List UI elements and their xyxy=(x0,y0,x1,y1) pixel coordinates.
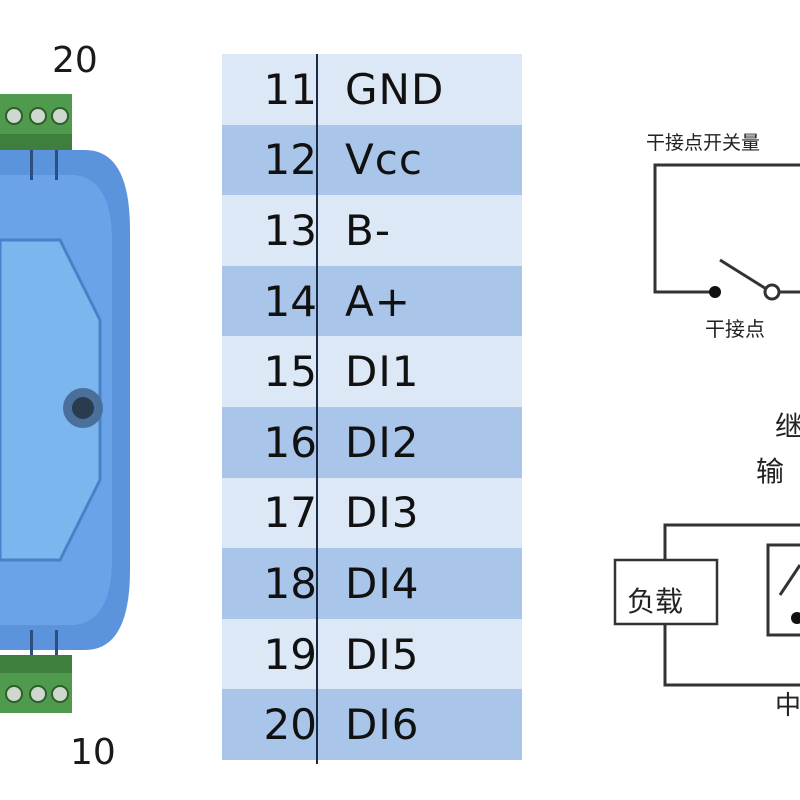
pin-name: DI2 xyxy=(345,417,420,467)
pin-number: 14 xyxy=(263,276,317,326)
dry-contact-label: 干接点 xyxy=(705,317,765,341)
pin-number: 19 xyxy=(263,629,317,679)
pin-name: Vcc xyxy=(345,135,423,185)
table-divider xyxy=(316,54,318,764)
dry-contact-title: 干接点开关量 xyxy=(646,132,761,154)
pin-name: DI6 xyxy=(345,700,420,750)
pin-number: 17 xyxy=(263,488,317,538)
pin-name: DI4 xyxy=(345,558,420,608)
pin-name: DI1 xyxy=(345,347,420,397)
pin-name: DI3 xyxy=(345,488,420,538)
table-row: 13 B- xyxy=(222,195,522,266)
pin-number: 11 xyxy=(263,64,317,114)
pin-number: 20 xyxy=(263,700,317,750)
output-label-1: 继 xyxy=(775,410,800,443)
load-box xyxy=(613,558,719,626)
table-row: 20 DI6 xyxy=(222,689,522,760)
switch-icon xyxy=(719,258,769,292)
table-row: 14 A+ xyxy=(222,265,522,337)
pin-name: A+ xyxy=(345,276,411,326)
table-row: 16 DI2 xyxy=(222,406,522,478)
pin-name: GND xyxy=(345,64,445,114)
table-row: 12 Vcc xyxy=(222,124,522,196)
dry-contact-wire xyxy=(653,163,800,294)
contact-dot xyxy=(709,286,721,298)
pin-number: 12 xyxy=(263,135,317,185)
pin-number: 18 xyxy=(263,558,317,608)
pin-number: 15 xyxy=(263,347,317,397)
table-row: 17 DI3 xyxy=(222,477,522,549)
output-label-2: 输 xyxy=(756,455,785,488)
top-pin-label: 20 xyxy=(52,40,98,81)
pin-name: B- xyxy=(345,205,391,255)
pin-number: 16 xyxy=(263,417,317,467)
module-device xyxy=(0,0,140,800)
table-row: 11 GND xyxy=(222,54,522,125)
table-row: 19 DI5 xyxy=(222,618,522,690)
table-row: 15 DI1 xyxy=(222,336,522,407)
load-label: 负载 xyxy=(627,585,684,618)
table-row: 18 DI4 xyxy=(222,548,522,619)
pin-name: DI5 xyxy=(345,629,420,679)
wiring-diagram xyxy=(613,163,800,687)
mid-label: 中 xyxy=(775,691,800,721)
bottom-pin-label: 10 xyxy=(70,732,116,773)
pin-number: 13 xyxy=(263,205,317,255)
contact-node xyxy=(763,283,781,301)
